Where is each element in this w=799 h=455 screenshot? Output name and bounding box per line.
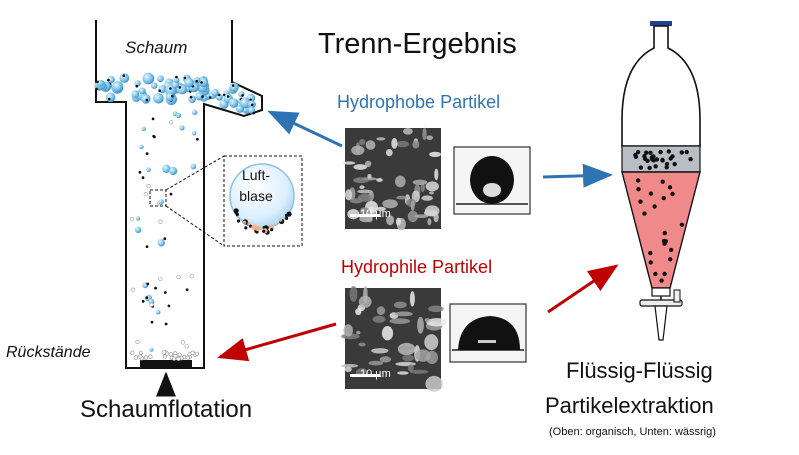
air-bubble-label: Luft- blase: [233, 165, 279, 207]
residue-label: Rückstände: [6, 344, 91, 361]
hydrophilic-label: Hydrophile Partikel: [341, 257, 493, 277]
scale-bar-label-bottom: 10 µm: [360, 368, 391, 380]
residue-particles: [130, 350, 199, 362]
air-bubble-label-line1: Luft-: [241, 167, 270, 183]
air-bubble-label-line2: blase: [239, 188, 273, 204]
extraction-note: (Oben: organisch, Unten: wässrig): [549, 426, 716, 438]
flotation-cell: [94, 20, 263, 397]
air-bubble: [229, 163, 295, 229]
contact-angle-hydrophobic: [453, 146, 531, 215]
foam-bubbles: [94, 72, 256, 115]
column-bubbles: [129, 109, 199, 352]
extraction-title-line2: Partikelextraktion: [545, 393, 714, 418]
separatory-funnel: [621, 21, 701, 341]
micrograph-hydrophobic: [342, 127, 441, 231]
flotation-caption: Schaumflotation: [80, 396, 253, 423]
arrow-hydrophobic-to-foam: [267, 110, 343, 148]
arrow-hydrophilic-to-aqueous: [547, 264, 619, 314]
contact-angle-hydrophilic: [449, 303, 527, 363]
funnel-stem: [654, 305, 668, 341]
scale-bar-label-top: 10 µm: [360, 208, 391, 220]
hydrophobic-label: Hydrophobe Partikel: [337, 92, 501, 112]
micrograph-hydrophilic: [340, 286, 448, 392]
extraction-title-line1: Flüssig-Flüssig: [566, 358, 713, 383]
arrow-hydrophilic-to-residue: [217, 322, 337, 362]
funnel-stopper: [650, 21, 672, 26]
page-title: Trenn-Ergebnis: [318, 28, 517, 60]
foam-label: Schaum: [125, 38, 188, 57]
residue-layer: [140, 360, 192, 368]
bubble-zoom-inset: [149, 155, 303, 247]
attached-particles: [233, 208, 292, 235]
arrow-hydrophobic-to-organic: [542, 163, 613, 188]
aqueous-phase: [621, 171, 701, 289]
